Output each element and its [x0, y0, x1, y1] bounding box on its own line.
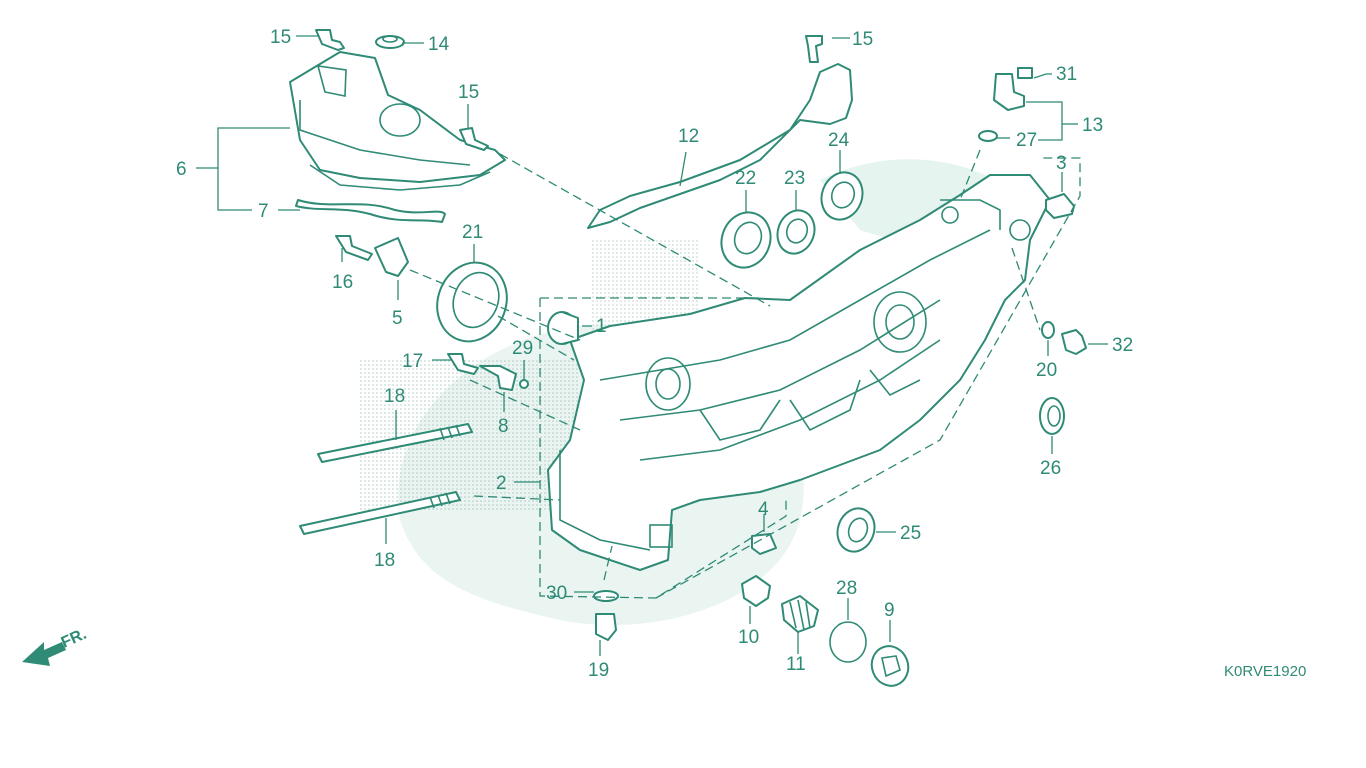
bearing-23-part	[776, 209, 816, 255]
label-10: 10	[738, 627, 759, 648]
bearing-24-part	[820, 171, 864, 221]
sensor-part	[978, 67, 1033, 142]
spring-11-part	[781, 595, 819, 633]
plug-10-part	[741, 575, 771, 607]
crankcase-cover-part	[289, 51, 506, 191]
crankcase-part	[547, 174, 1051, 571]
pin-29-part	[519, 379, 529, 389]
label-6: 6	[176, 159, 187, 180]
bolt-15-upper	[315, 29, 345, 51]
label-18-lower: 18	[374, 550, 395, 571]
cap-9-part	[870, 645, 910, 687]
bolt-17-part	[447, 353, 479, 375]
o-ring-28-part	[829, 621, 867, 663]
label-27: 27	[1016, 130, 1037, 151]
stud-bolt-lower	[299, 491, 461, 535]
oil-seal-25-part	[836, 507, 876, 553]
label-28: 28	[836, 578, 857, 599]
dipstick-arm-part	[587, 63, 853, 229]
label-22: 22	[735, 168, 756, 189]
part-labels: 15 14 15 15 6 7 16 5 21 17 29 8 18 18 2 …	[176, 27, 1133, 681]
label-24: 24	[828, 130, 850, 151]
label-32: 32	[1112, 335, 1133, 356]
bolt-15-middle	[459, 127, 489, 151]
label-15-upper: 15	[270, 27, 291, 48]
label-21: 21	[462, 222, 483, 243]
label-30: 30	[546, 583, 567, 604]
leader-lines	[196, 35, 1108, 656]
bolt-15-right	[805, 35, 823, 63]
label-3: 3	[1056, 153, 1067, 174]
label-18-upper: 18	[384, 386, 405, 407]
label-29: 29	[512, 338, 533, 359]
label-1: 1	[596, 316, 607, 337]
diagram-code: K0RVE1920	[1224, 663, 1306, 680]
drain-bolt-19-part	[595, 613, 617, 641]
label-20: 20	[1036, 360, 1057, 381]
clip-8-part	[479, 365, 517, 391]
label-14: 14	[428, 34, 450, 55]
label-5: 5	[392, 308, 403, 329]
bearing-22-part	[720, 211, 772, 269]
dowel-1-part	[547, 311, 579, 345]
label-7: 7	[258, 201, 269, 222]
label-25: 25	[900, 523, 921, 544]
label-16: 16	[332, 272, 353, 293]
front-direction-arrow: FR.	[22, 626, 89, 666]
gasket-strip-part	[295, 199, 446, 223]
oil-seal-26-part	[1039, 397, 1065, 435]
label-2: 2	[496, 473, 507, 494]
grommet-part	[375, 35, 405, 49]
dowel-4-part	[751, 533, 777, 555]
label-12: 12	[678, 126, 699, 147]
bolt-16-part	[335, 235, 373, 261]
label-17: 17	[402, 351, 423, 372]
label-11: 11	[786, 654, 806, 675]
assembly-dashed-lines	[409, 149, 1081, 599]
washer-20-part	[1041, 321, 1055, 339]
stud-bolt-upper	[317, 423, 473, 463]
label-15-right: 15	[852, 29, 873, 50]
label-9: 9	[884, 600, 895, 621]
front-label: FR.	[59, 626, 89, 652]
oil-seal-21-part	[436, 261, 508, 343]
label-31: 31	[1056, 64, 1077, 85]
label-26: 26	[1040, 458, 1061, 479]
label-19: 19	[588, 660, 609, 681]
bolt-32-part	[1061, 329, 1087, 355]
label-15-middle: 15	[458, 82, 479, 103]
label-23: 23	[784, 168, 805, 189]
washer-30-part	[593, 590, 619, 602]
label-8: 8	[498, 416, 509, 437]
bracket-part	[374, 237, 409, 277]
label-4: 4	[758, 499, 769, 520]
dowel-3-part	[1045, 193, 1075, 219]
label-13: 13	[1082, 115, 1103, 136]
